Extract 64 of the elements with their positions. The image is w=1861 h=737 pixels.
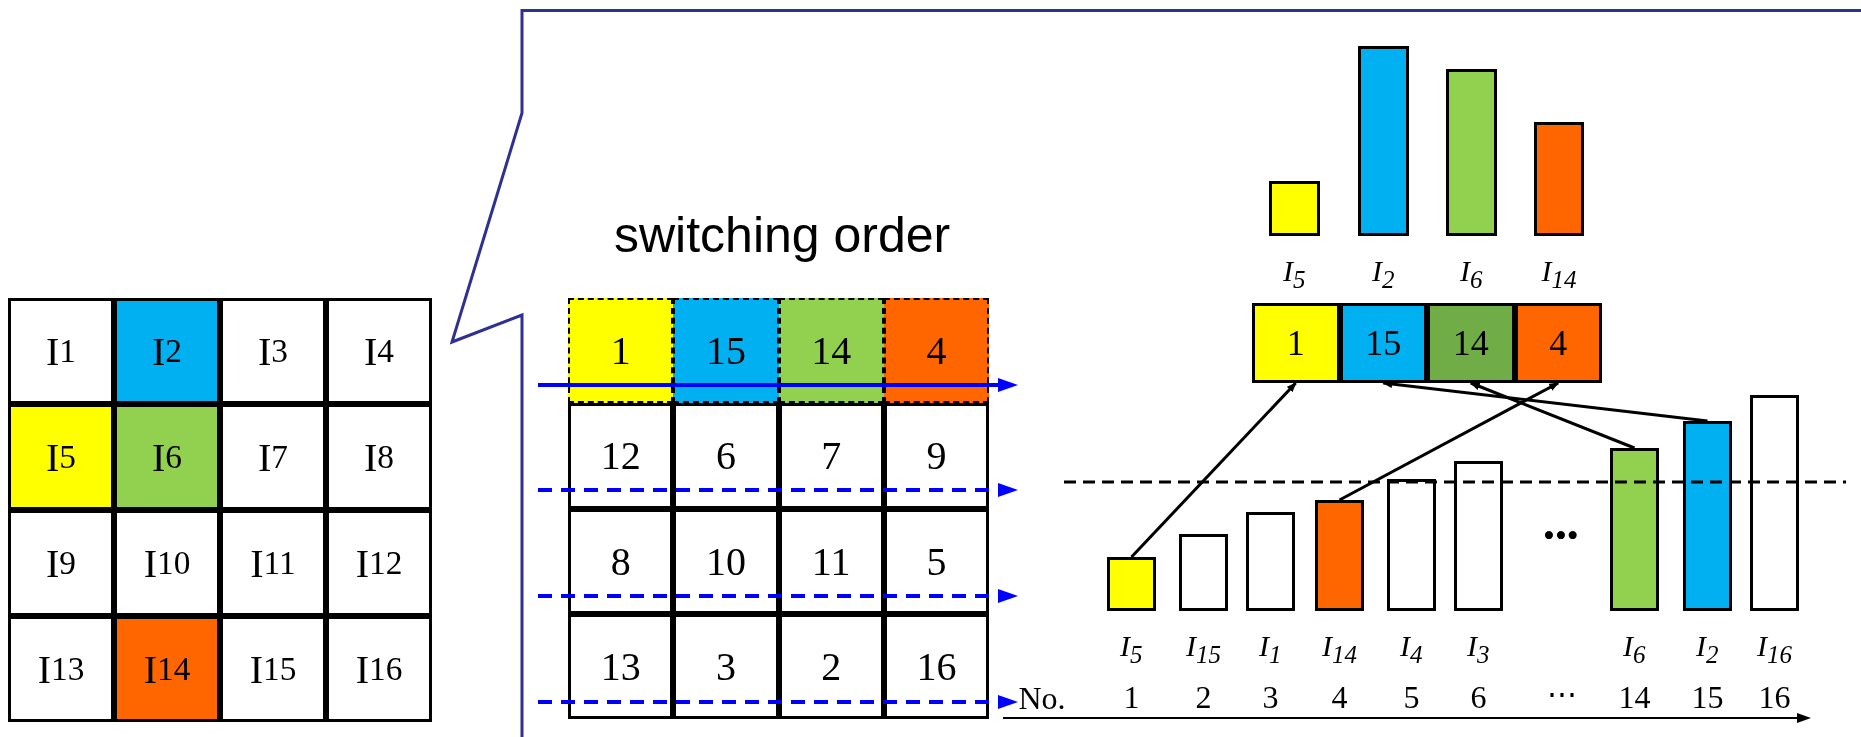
axis-title: No.	[1018, 682, 1066, 714]
callout-balloon	[450, 9, 1861, 737]
table-cell: 1	[568, 298, 674, 404]
bar	[1534, 122, 1584, 236]
bar-label: I$_{16}$	[1757, 631, 1792, 667]
bar	[1454, 461, 1503, 611]
table-cell: 11	[778, 508, 884, 614]
bar-label: I$_{2}$	[1696, 631, 1719, 667]
table-cell: 9	[883, 403, 989, 509]
table-cell: 3	[673, 613, 779, 719]
bar	[1446, 69, 1497, 236]
bar	[1358, 46, 1409, 236]
axis-label: 6	[1470, 681, 1487, 713]
ellipsis: ⋯	[1547, 679, 1577, 709]
bar	[1107, 557, 1156, 611]
table-cell: 10	[673, 508, 779, 614]
table-cell: 16	[883, 613, 989, 719]
table-cell: 12	[568, 403, 674, 509]
table-cell: 8	[568, 508, 674, 614]
bar	[1179, 534, 1228, 611]
axis-label: 14	[1618, 681, 1651, 713]
arrow	[1382, 380, 1708, 423]
axis-label: 15	[1691, 681, 1724, 713]
axis-label: 3	[1262, 681, 1279, 713]
ellipsis: •••	[1543, 519, 1579, 553]
table-cell: 15	[1339, 303, 1427, 383]
bar	[1315, 500, 1364, 611]
table-cell: 7	[778, 403, 884, 509]
bar-label: I$_{3}$	[1467, 631, 1490, 667]
bar	[1246, 512, 1295, 611]
bar-label: I$_{1}$	[1259, 631, 1282, 667]
axis-label: 2	[1195, 681, 1212, 713]
table-cell: 5	[883, 508, 989, 614]
table-cell: 1	[1252, 303, 1340, 383]
bar-label: I$_{2}$	[1372, 256, 1395, 292]
table-cell: 14	[1427, 303, 1515, 383]
table-cell: 4	[883, 298, 989, 404]
bar-label: I$_{14}$	[1541, 256, 1577, 292]
table-cell: 14	[778, 298, 884, 404]
bar-label: I$_{6}$	[1460, 256, 1483, 292]
bar	[1750, 395, 1799, 611]
arrow	[1130, 381, 1297, 559]
axis-label: 16	[1758, 681, 1791, 713]
bar	[1683, 421, 1732, 611]
heading: switching order	[614, 210, 951, 260]
table-cell: 13	[568, 613, 674, 719]
axis-label: 5	[1403, 681, 1420, 713]
bar-label: I$_{6}$	[1623, 631, 1646, 667]
arrow	[1469, 381, 1636, 450]
bar-label: I$_{14}$	[1322, 631, 1357, 667]
table-cell: 15	[673, 298, 779, 404]
bar	[1610, 448, 1659, 611]
arrow	[1338, 381, 1560, 502]
bar	[1387, 479, 1436, 611]
table-cell: 2	[778, 613, 884, 719]
bar	[1269, 181, 1320, 236]
bar-label: I$_{15}$	[1186, 631, 1221, 667]
axis-label: 4	[1331, 681, 1348, 713]
bar-label: I$_{5}$	[1120, 631, 1143, 667]
table-cell: 4	[1514, 303, 1602, 383]
bar-label: I$_{4}$	[1400, 631, 1423, 667]
bar-label: I$_{5}$	[1283, 256, 1306, 292]
table-cell: 6	[673, 403, 779, 509]
axis-label: 1	[1123, 681, 1140, 713]
